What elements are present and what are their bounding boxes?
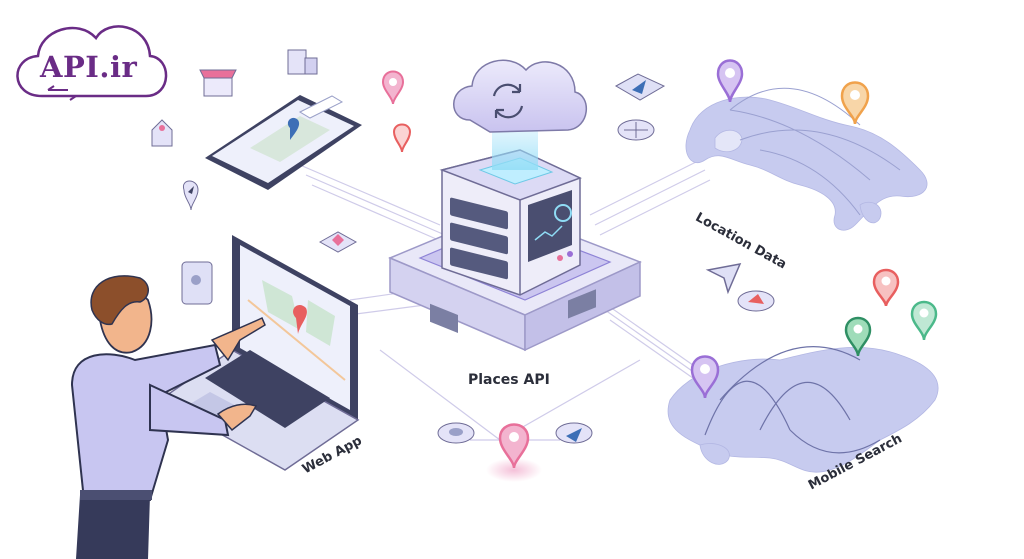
tile-pin-icon (318, 231, 358, 253)
places-api-label: Places API (468, 372, 550, 388)
house-icon (151, 119, 173, 147)
arrow-pointer-icon (705, 263, 742, 295)
arrow-tile-icon (555, 422, 593, 444)
world-map-top (685, 96, 928, 231)
building-icon (287, 49, 318, 75)
sync-icon (492, 83, 524, 119)
pin-pink-icon (381, 70, 405, 105)
gauge-icon (554, 204, 572, 222)
pin-orange-icon (840, 81, 870, 125)
globe-tile-icon (617, 119, 655, 141)
pin-red-icon (872, 268, 900, 307)
location-tile-icon (737, 290, 775, 312)
pin-red-small-icon (392, 123, 412, 153)
map-pin-icon (293, 305, 307, 334)
route-arcs-top (729, 87, 901, 216)
floating-icons (151, 49, 938, 482)
world-map-bottom (667, 347, 939, 473)
pin-green-dark-icon (844, 316, 872, 357)
pin-green-icon (910, 300, 938, 341)
disc-tile-icon (437, 422, 475, 444)
chat-icon (181, 261, 213, 305)
pin-center-icon (498, 423, 530, 469)
server-tower (439, 100, 582, 296)
logo-text: API.ir (40, 50, 138, 84)
sync-cloud (453, 59, 588, 133)
pin-purple-bottom-icon (690, 355, 720, 399)
route-arcs-bottom (704, 346, 881, 454)
location-pin-icon (287, 117, 300, 140)
navigation-tile-icon (614, 73, 666, 101)
store-icon (199, 69, 237, 97)
logo (16, 25, 168, 101)
cloud-exchange-icon (16, 25, 168, 98)
compass-pin-icon (182, 180, 199, 211)
pin-purple-top-icon (716, 59, 744, 103)
person (70, 275, 266, 559)
smartphone (205, 95, 362, 190)
laptop (158, 235, 360, 471)
